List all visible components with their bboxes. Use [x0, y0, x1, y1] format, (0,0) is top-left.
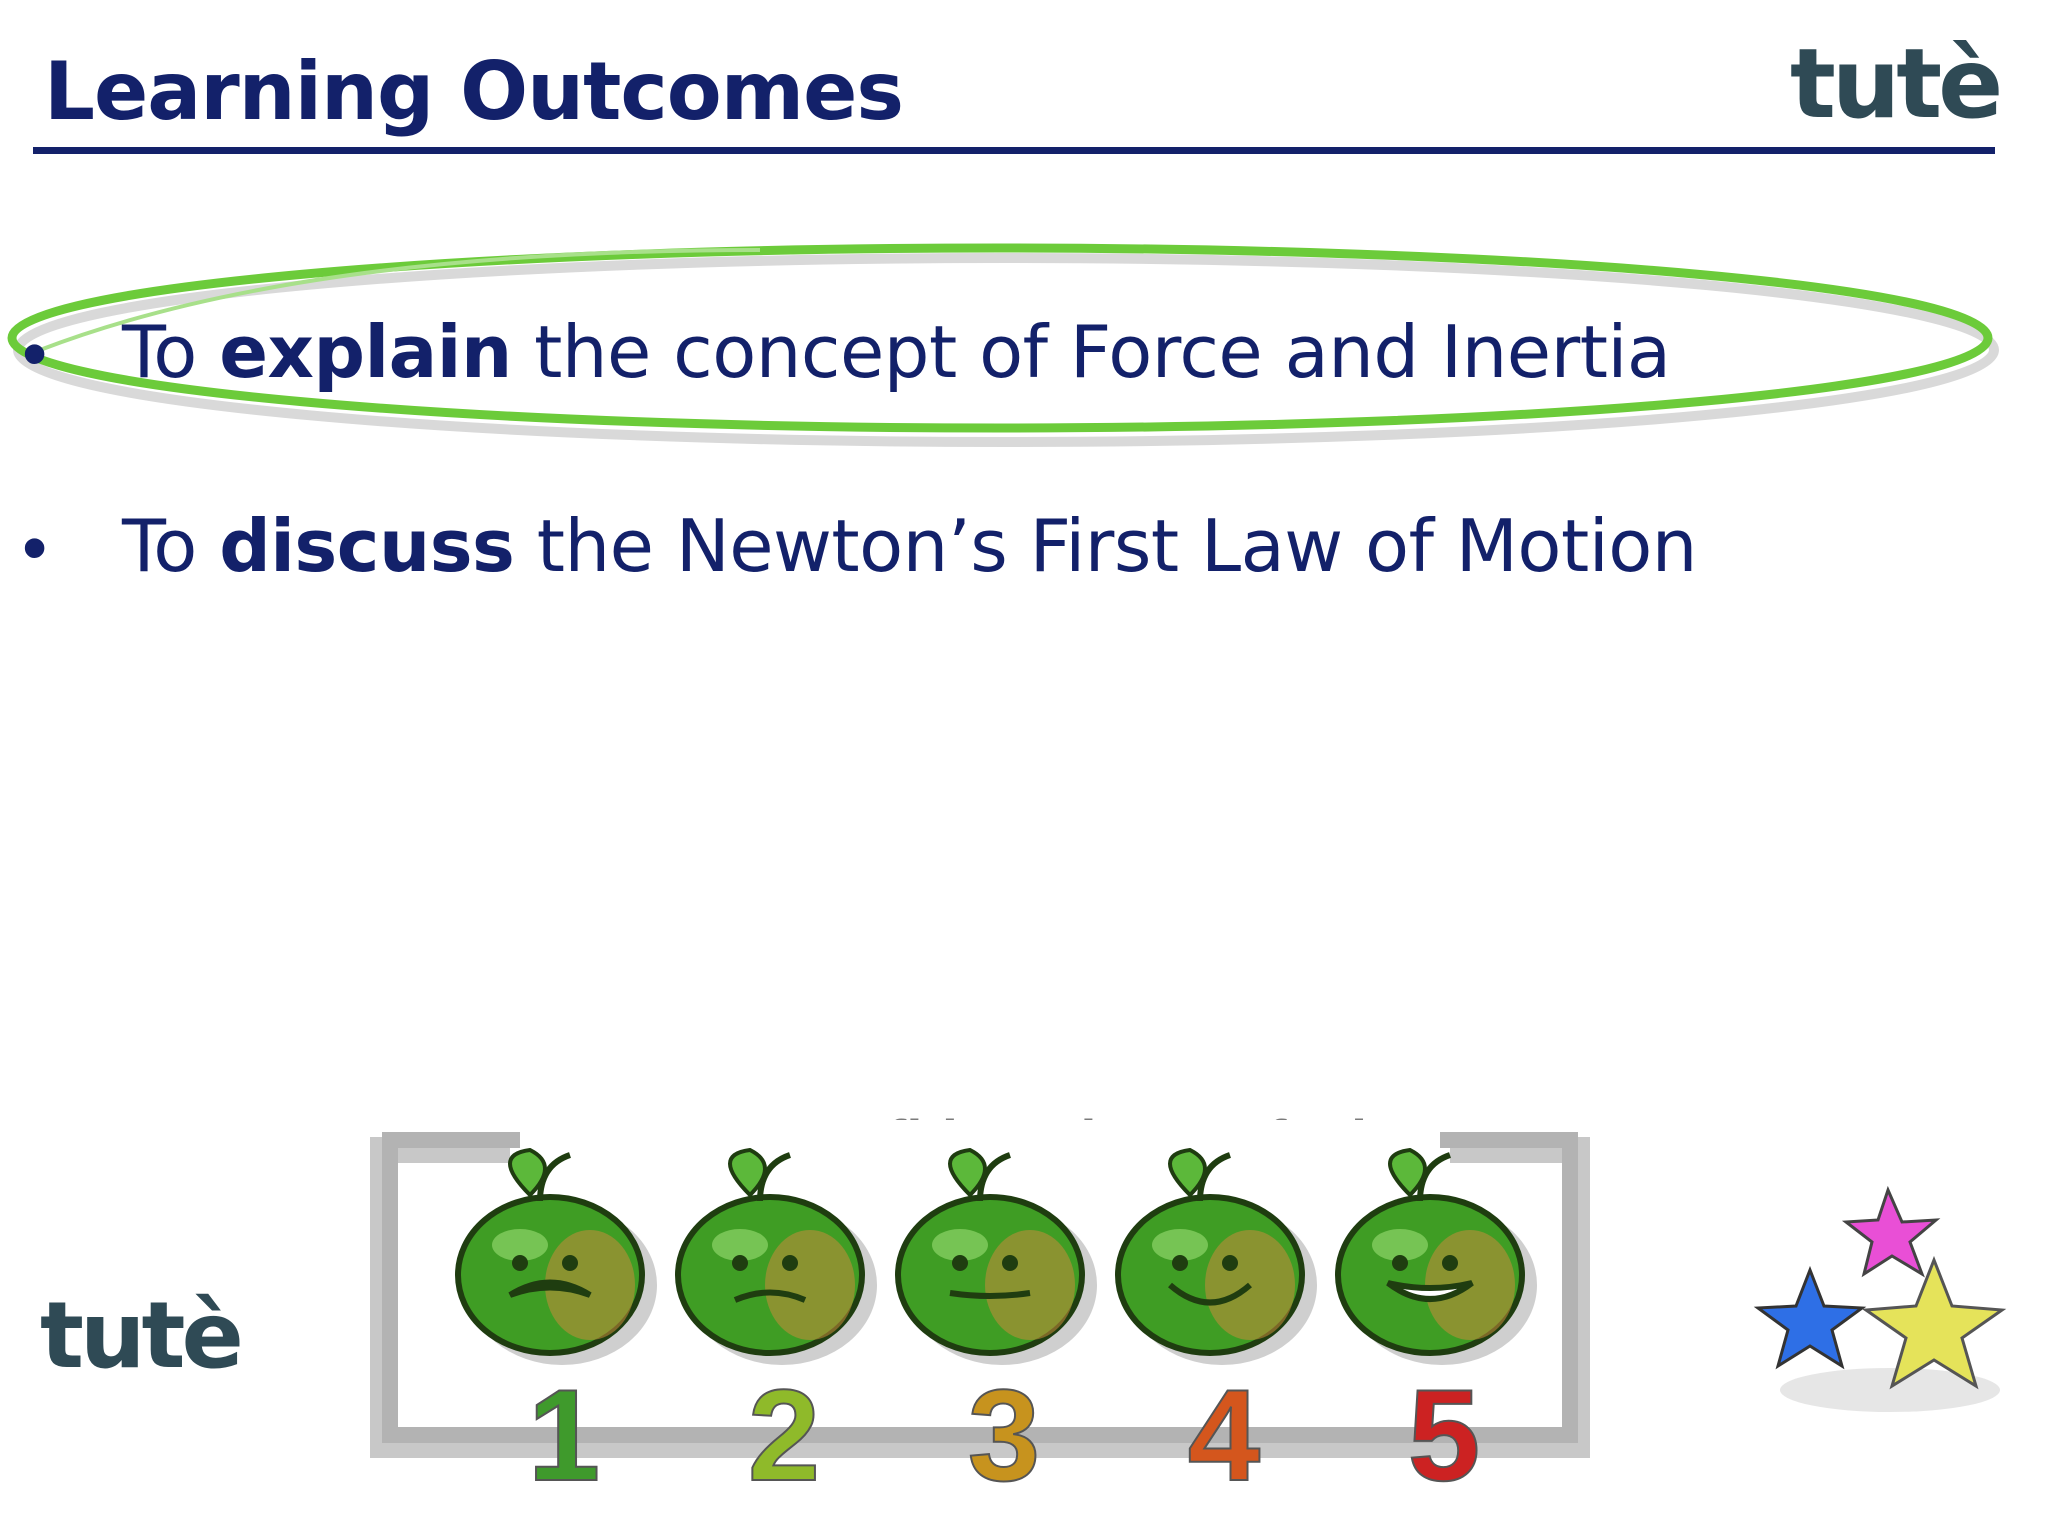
title-underline: [33, 147, 1995, 154]
tute-logo-top: tutè: [1790, 28, 2003, 140]
apple-crying-icon: [455, 1147, 657, 1365]
outcome-1-rest: the concept of Force and Inertia: [511, 310, 1671, 394]
scale-number-5: 5: [1408, 1362, 1480, 1508]
highlight-ellipse: [7, 243, 1999, 447]
outcome-bullet-1: •: [22, 314, 48, 394]
apple-laughing-icon: [1335, 1147, 1537, 1365]
stars-decoration: [1753, 1185, 2007, 1412]
apple-happy-icon: [1115, 1147, 1317, 1365]
apple-sad-icon: [675, 1147, 877, 1365]
confidence-apples: 1 2 3 4 5: [455, 1147, 1537, 1509]
star-yellow-icon: [1861, 1255, 2007, 1390]
outcome-2-prefix: To: [122, 504, 220, 588]
star-pink-icon: [1841, 1185, 1941, 1278]
scale-number-1: 1: [528, 1362, 600, 1508]
outcome-2: To discuss the Newton’s First Law of Mot…: [122, 510, 1697, 582]
scale-number-2: 2: [748, 1362, 820, 1508]
outcome-bullet-2: •: [22, 508, 48, 588]
apple-neutral-icon: [895, 1147, 1097, 1365]
star-blue-icon: [1753, 1265, 1867, 1370]
outcome-2-verb: discuss: [219, 504, 515, 588]
outcome-1: To explain the concept of Force and Iner…: [122, 316, 1671, 388]
outcome-2-rest: the Newton’s First Law of Motion: [514, 504, 1698, 588]
confidence-scale: 1 2 3 4 5: [370, 1120, 1590, 1509]
scale-number-4: 4: [1188, 1362, 1260, 1508]
slide-title: Learning Outcomes: [44, 45, 904, 138]
outcome-1-prefix: To: [122, 310, 220, 394]
scale-bracket: [370, 1132, 1590, 1458]
tute-logo-bottom: tutè: [40, 1282, 244, 1389]
scale-number-3: 3: [968, 1362, 1040, 1508]
outcome-1-verb: explain: [219, 310, 512, 394]
